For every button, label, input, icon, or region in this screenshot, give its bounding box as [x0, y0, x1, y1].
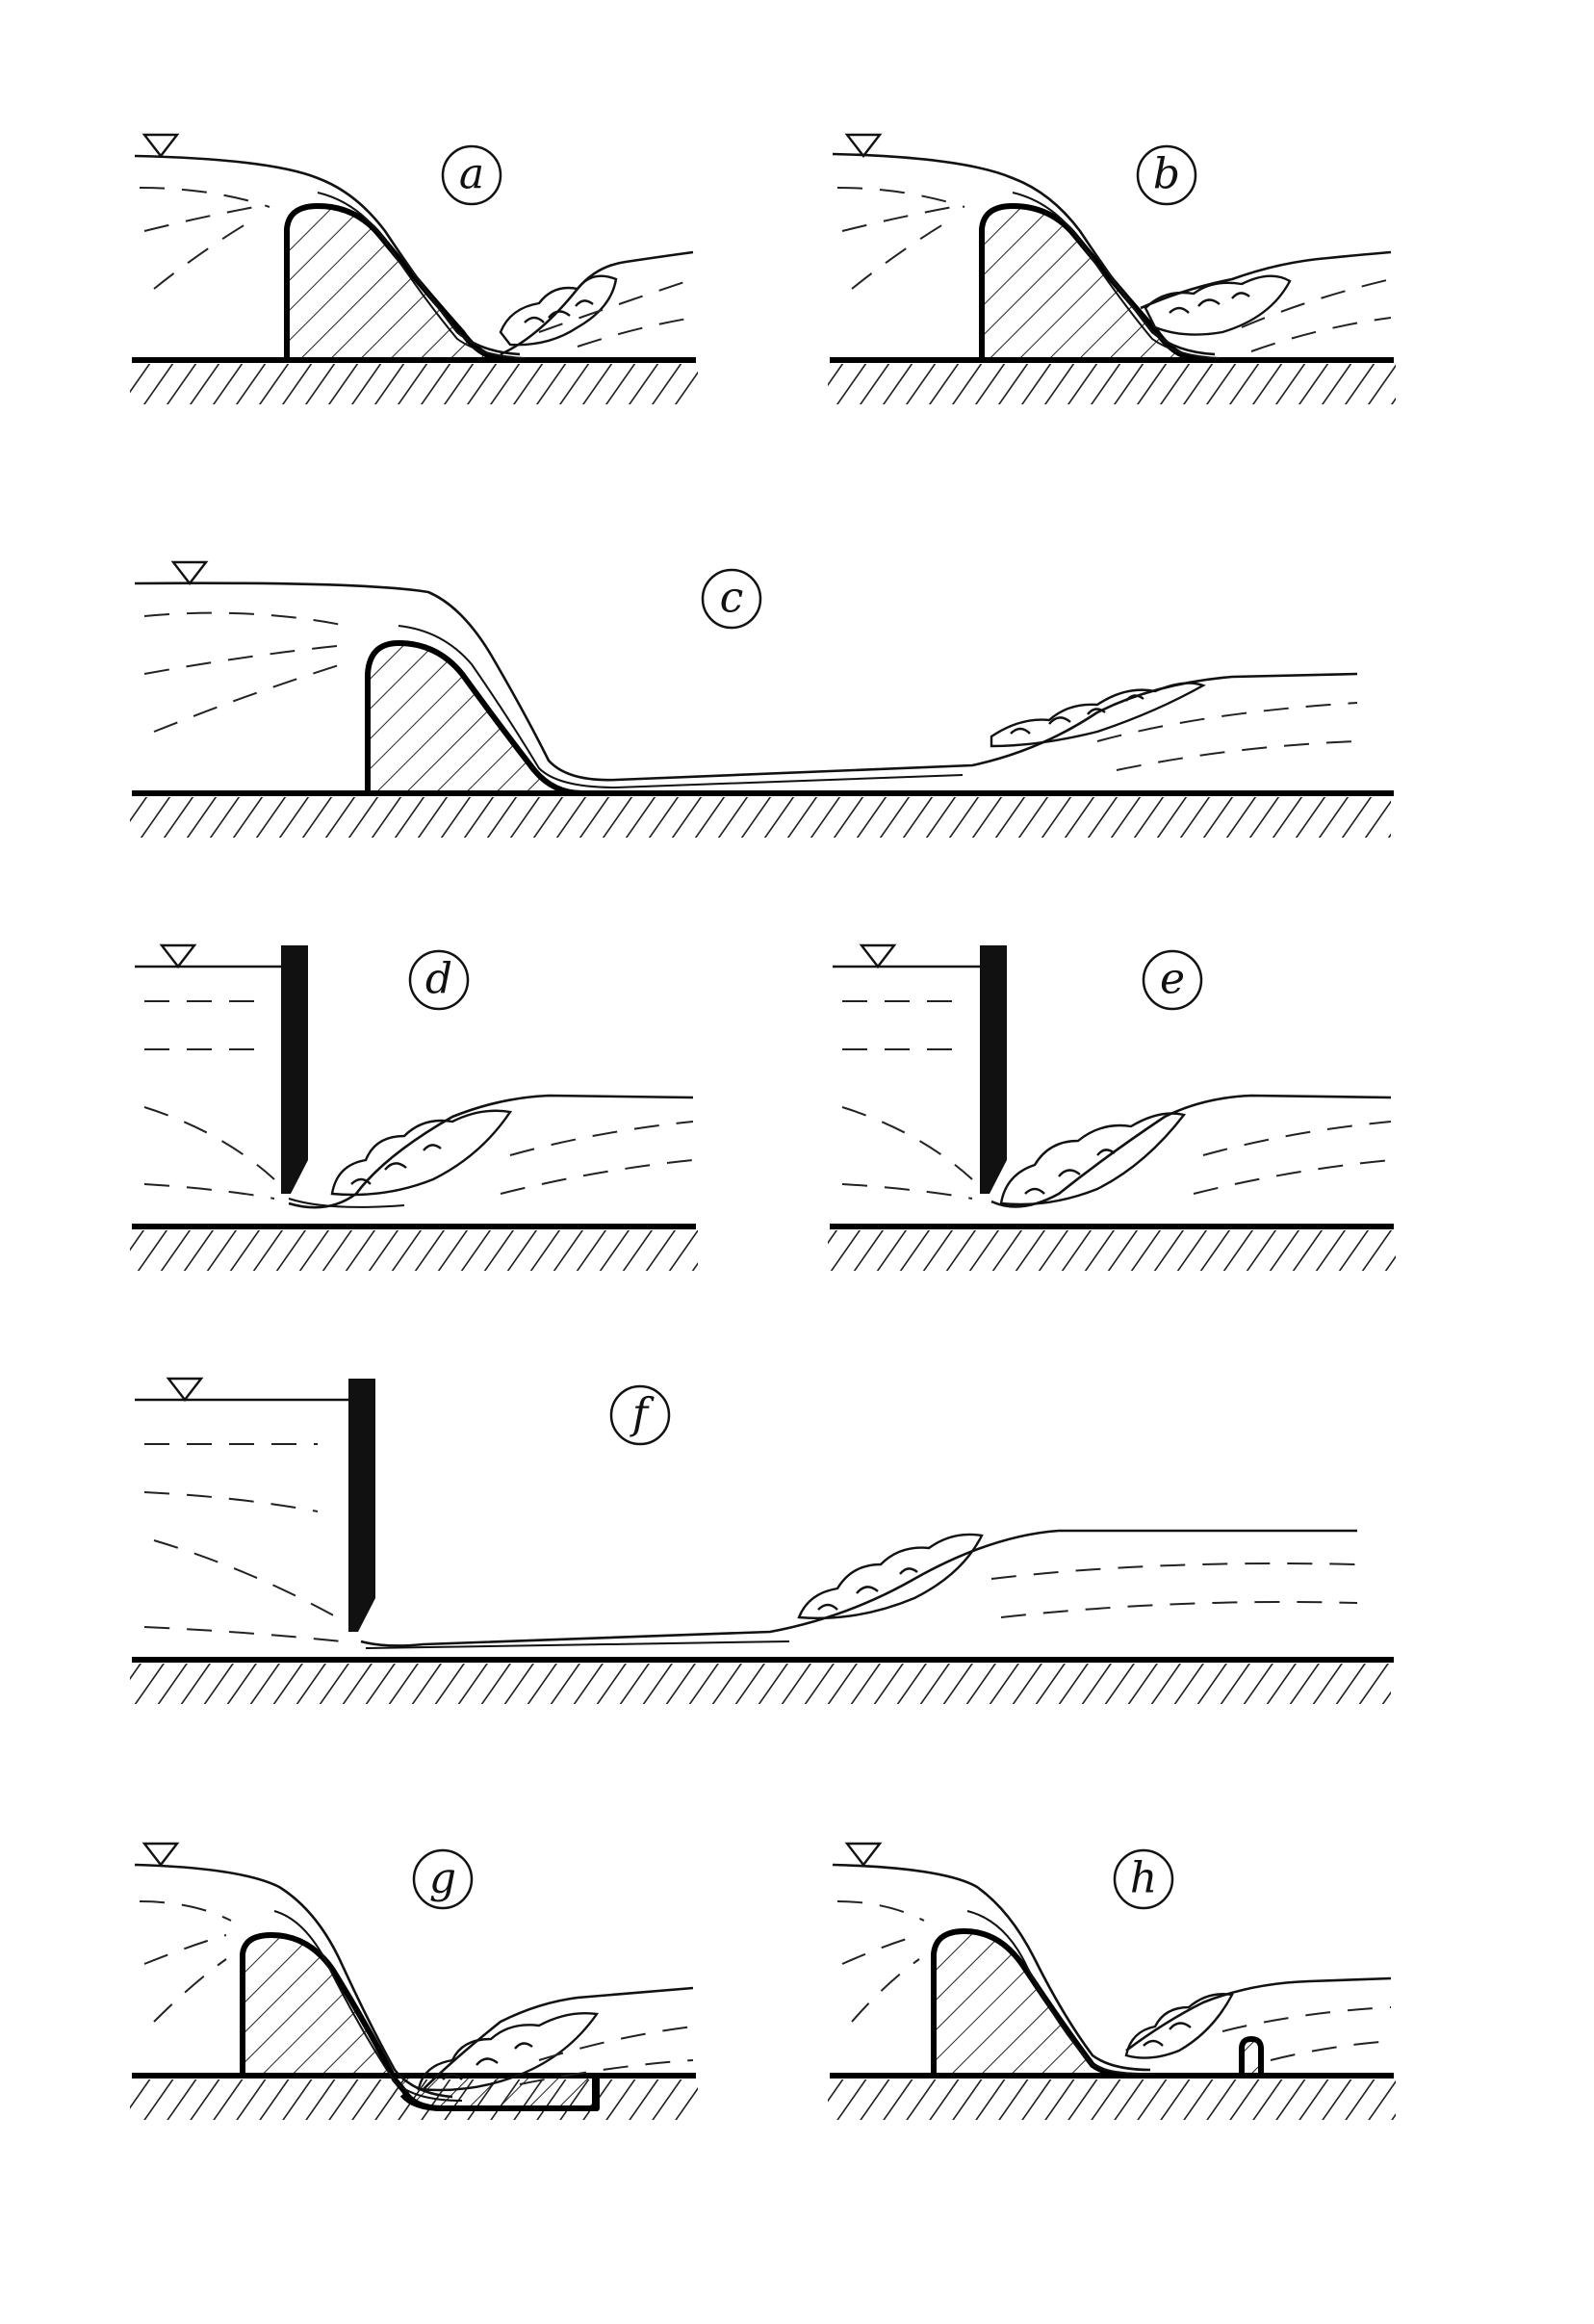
- streamlines: [139, 187, 694, 348]
- jet: [365, 1640, 790, 1649]
- downstream-surface: [990, 1094, 1392, 1208]
- water-level-symbol: [159, 943, 197, 968]
- roller: [990, 682, 1206, 748]
- downstream-surface: [500, 250, 694, 356]
- sluice-gate: [980, 945, 1007, 1194]
- panel-d: d: [130, 943, 698, 1271]
- water-level-symbol: [859, 943, 897, 968]
- ground-hatch: [828, 1230, 1396, 1271]
- ogee-weir: [979, 203, 1208, 363]
- water-level-symbol: [844, 1842, 883, 1867]
- jet: [288, 1198, 405, 1208]
- water-surface: [134, 581, 1358, 782]
- panel-g: g: [130, 1842, 698, 2120]
- svg-text:f: f: [630, 1390, 655, 1439]
- panel-c-label: c: [701, 568, 762, 630]
- streamlines: [139, 1900, 694, 2085]
- streamlines: [841, 1000, 1392, 1200]
- ground-hatch: [828, 2079, 1396, 2120]
- downstream-surface: [423, 1986, 694, 2090]
- nappe-lower: [1012, 192, 1221, 359]
- downstream-surface: [288, 1094, 694, 1209]
- ground-hatch: [130, 1230, 698, 1271]
- roller: [1144, 274, 1292, 336]
- svg-text:b: b: [1153, 150, 1180, 199]
- ground-hatch: [130, 364, 698, 404]
- end-sill: [1239, 2036, 1264, 2079]
- streamlines: [836, 1900, 1392, 2061]
- roller: [330, 1109, 513, 1197]
- panel-b-label: b: [1136, 144, 1197, 206]
- channel-bed: [132, 2073, 696, 2111]
- water-surface: [134, 1863, 453, 2099]
- panel-a: a: [130, 133, 698, 404]
- downstream-surface: [1125, 1976, 1392, 2053]
- roller: [417, 2012, 600, 2092]
- roller: [999, 1112, 1187, 1206]
- svg-text:c: c: [720, 574, 744, 623]
- panel-b: b: [828, 133, 1396, 404]
- water-level-symbol: [141, 133, 180, 158]
- panel-a-label: a: [441, 144, 502, 206]
- svg-text:d: d: [425, 955, 452, 1004]
- water-surface: [134, 154, 521, 356]
- svg-text:h: h: [1130, 1854, 1157, 1903]
- panel-c: c: [130, 560, 1394, 838]
- water-level-symbol: [166, 1377, 204, 1402]
- streamlines: [836, 187, 1392, 352]
- nappe-lower: [966, 1910, 1156, 2076]
- ground-hatch: [828, 364, 1396, 404]
- panel-e-label: e: [1142, 949, 1203, 1011]
- water-level-symbol: [170, 560, 209, 585]
- downstream-surface: [360, 1529, 1357, 1647]
- svg-text:e: e: [1160, 955, 1185, 1004]
- ogee-weir: [931, 1928, 1139, 2079]
- ogee-weir: [365, 640, 585, 796]
- streamlines: [143, 1443, 1358, 1642]
- panel-h: h: [828, 1842, 1396, 2120]
- ground-hatch: [130, 1664, 1391, 1704]
- roller: [1124, 1993, 1234, 2059]
- svg-text:a: a: [459, 150, 484, 199]
- ground-hatch: [130, 797, 1391, 838]
- roller: [499, 274, 618, 347]
- panel-d-label: d: [408, 949, 470, 1011]
- nappe-lower: [317, 192, 526, 359]
- streamlines: [143, 1000, 694, 1200]
- roller: [797, 1533, 984, 1620]
- sluice-gate: [348, 1379, 375, 1632]
- panel-f-label: f: [609, 1384, 671, 1446]
- water-surface: [832, 152, 1216, 356]
- water-level-symbol: [844, 133, 883, 158]
- svg-text:g: g: [429, 1854, 456, 1903]
- water-surface: [832, 1863, 1151, 2072]
- water-level-symbol: [141, 1842, 180, 1867]
- ogee-weir: [284, 203, 513, 363]
- nappe-lower: [273, 1910, 463, 2102]
- panel-e: e: [828, 943, 1396, 1271]
- nappe-lower: [398, 625, 964, 789]
- panel-f: f: [130, 1377, 1394, 1704]
- panel-g-label: g: [412, 1848, 474, 1910]
- panel-h-label: h: [1113, 1848, 1174, 1910]
- streamlines: [143, 611, 1358, 771]
- downstream-surface: [1140, 250, 1392, 310]
- sluice-gate: [281, 945, 308, 1194]
